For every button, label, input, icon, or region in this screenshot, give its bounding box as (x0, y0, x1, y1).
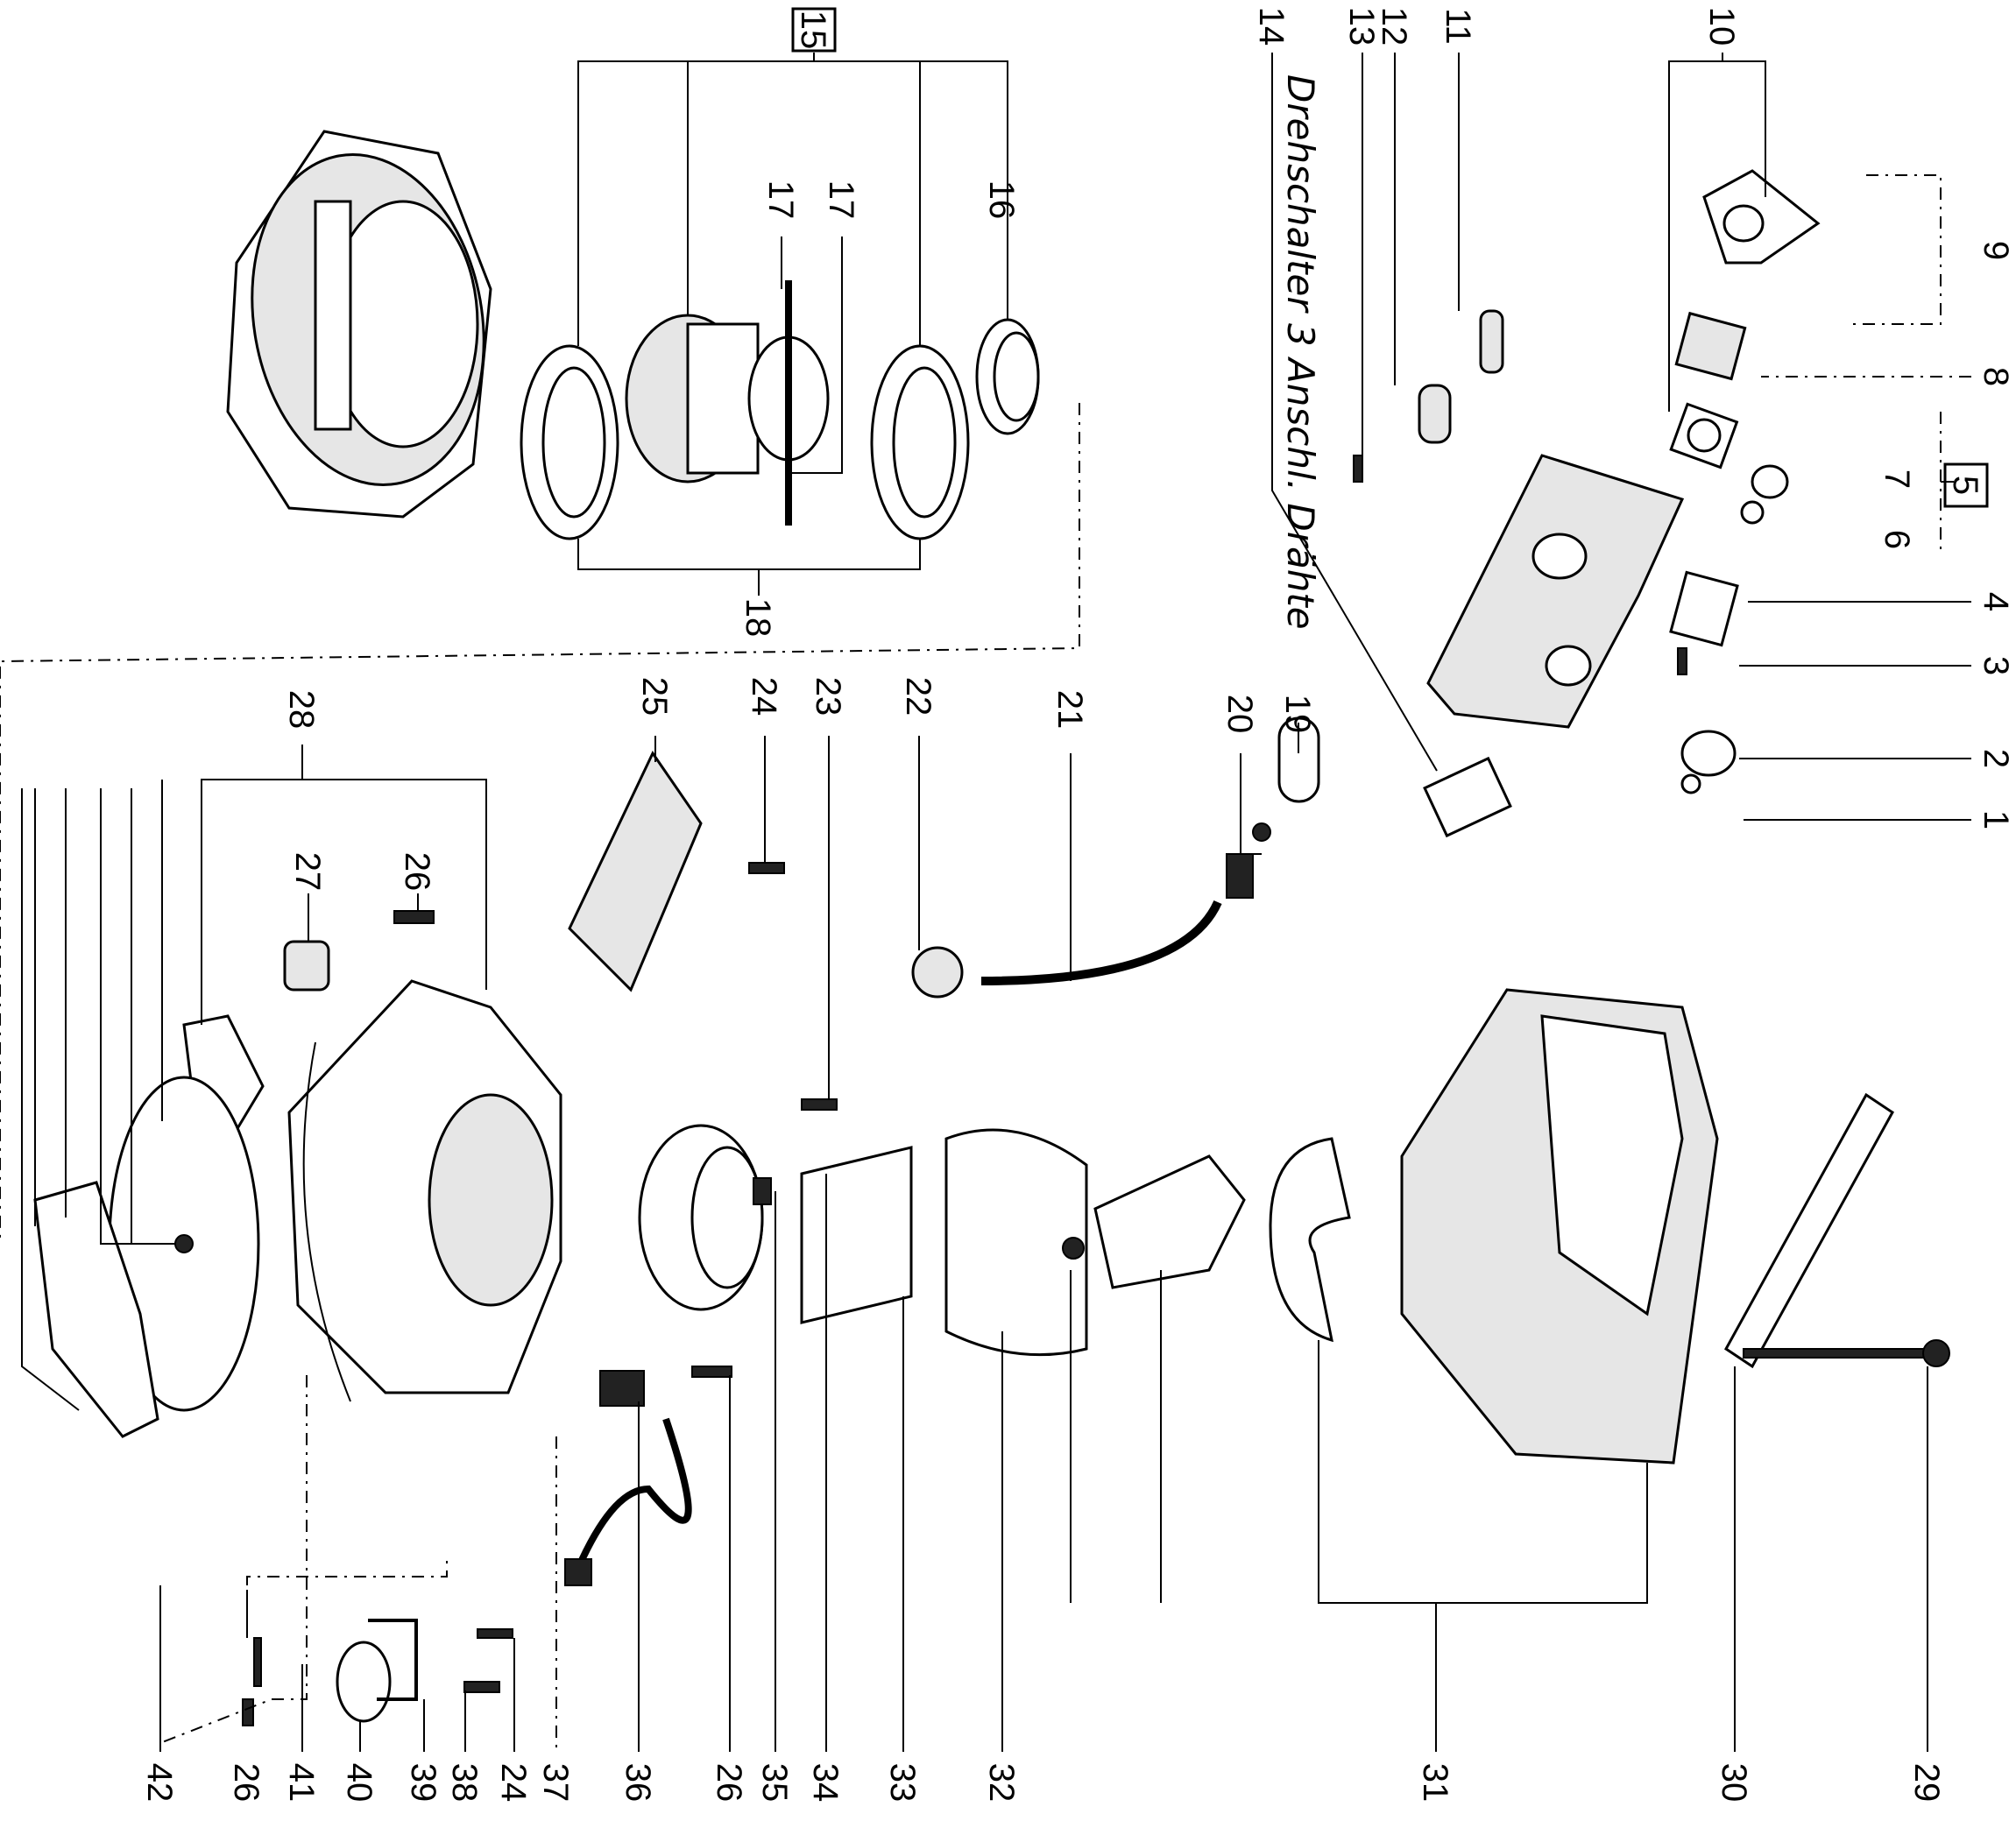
hose-21 (980, 900, 1222, 985)
screw-24 (748, 862, 785, 874)
seal-ring-right (870, 344, 970, 540)
label-37: 37 (536, 1763, 575, 1803)
label-10: 10 (1702, 7, 1741, 46)
label-16: 16 (982, 180, 1021, 220)
label-34: 34 (806, 1763, 845, 1803)
label-22: 22 (899, 677, 937, 716)
label-26c: 26 (227, 1763, 265, 1803)
motor (625, 280, 830, 526)
cylinder-35 (638, 1124, 764, 1311)
screw-26-top (393, 910, 435, 924)
label-4: 4 (1977, 592, 2015, 611)
label-18: 18 (739, 598, 777, 638)
rotary-switch (1674, 311, 1747, 381)
label-2: 2 (1977, 749, 2015, 768)
screw-13 (1353, 455, 1363, 483)
rotary-switch-14 (1423, 756, 1512, 838)
handwritten-note: Drehschalter 3 Anschl. Drähte (1279, 74, 1322, 630)
label-3: 3 (1977, 656, 2015, 675)
knob-large (1680, 730, 1737, 794)
pressure-switch-22 (911, 946, 964, 999)
label-29: 29 (1907, 1763, 1946, 1803)
label-23: 23 (809, 677, 847, 716)
spring-34 (753, 1177, 772, 1205)
label-42: 42 (140, 1763, 179, 1803)
bracket-39 (368, 1619, 418, 1701)
circuit-board-25 (568, 751, 703, 992)
label-21: 21 (1050, 690, 1089, 730)
label-15: 15 (794, 11, 832, 50)
control-panel (1426, 454, 1685, 729)
label-12: 12 (1375, 7, 1413, 46)
label-26b: 26 (710, 1763, 748, 1803)
label-box-5 (1943, 462, 1989, 508)
handle-30 (1724, 1092, 1894, 1369)
base-plate (287, 979, 562, 1394)
label-26a: 26 (398, 852, 436, 892)
grommet-27 (283, 940, 330, 992)
label-35: 35 (755, 1763, 794, 1803)
label-20: 20 (1220, 695, 1259, 734)
label-13: 13 (1342, 7, 1381, 46)
label-1: 1 (1977, 810, 2015, 829)
duct-33 (800, 1146, 913, 1324)
strain-relief-37 (599, 1370, 645, 1407)
screw-26-mid (691, 1366, 732, 1378)
label-30: 30 (1715, 1763, 1753, 1803)
knob-small (1740, 464, 1789, 525)
switch-cover (1702, 169, 1821, 265)
screw-26c (242, 1698, 254, 1726)
label-5: 5 (1946, 476, 1984, 495)
cable-tie (302, 1041, 351, 1402)
label-24a: 24 (745, 677, 783, 716)
label-7: 7 (1878, 469, 1916, 489)
label-28: 28 (282, 690, 321, 730)
label-24b: 24 (494, 1763, 533, 1803)
label-17a: 17 (761, 180, 800, 220)
capacitor-40 (336, 1641, 392, 1723)
label-27: 27 (288, 852, 327, 892)
label-39: 39 (404, 1763, 442, 1803)
screw-38 (463, 1681, 500, 1693)
mounting-plate (33, 1181, 159, 1438)
power-cord-36 (564, 1417, 692, 1586)
label-31: 31 (1416, 1763, 1454, 1803)
filter-housing (226, 130, 492, 519)
label-40: 40 (340, 1763, 378, 1803)
silencer-plate (1062, 1154, 1246, 1289)
label-25: 25 (635, 677, 674, 716)
hose-connector-20 (1226, 822, 1271, 899)
fitting-11 (1479, 309, 1504, 374)
label-36: 36 (619, 1763, 657, 1803)
seal-ring-left (520, 344, 619, 540)
label-38: 38 (445, 1763, 484, 1803)
pcb-small (1669, 570, 1739, 647)
fitting-12 (1418, 384, 1452, 444)
label-32: 32 (982, 1763, 1021, 1803)
motor-shroud-32 (944, 1128, 1088, 1357)
label-33: 33 (883, 1763, 922, 1803)
label-17b: 17 (822, 180, 860, 220)
pin-41 (253, 1637, 262, 1687)
screw-small (1677, 647, 1687, 675)
gasket (1669, 402, 1739, 469)
part-labels: 1 2 3 4 5 6 7 8 9 10 11 12 13 14 Drehsch… (140, 7, 2015, 1803)
foam-19 (1269, 1137, 1351, 1343)
screw-24b (477, 1628, 513, 1639)
clamp-ring (975, 318, 1040, 435)
label-box-15 (791, 7, 837, 53)
container-31 (1400, 988, 1719, 1465)
cap-19 (1277, 716, 1320, 803)
label-14: 14 (1252, 7, 1291, 46)
label-8: 8 (1977, 367, 2015, 386)
screw-23 (801, 1098, 838, 1111)
leader-lines (0, 53, 1971, 1752)
bolt-29 (1743, 1339, 1950, 1367)
label-6: 6 (1878, 530, 1916, 549)
label-19: 19 (1278, 695, 1317, 734)
label-11: 11 (1439, 8, 1477, 45)
label-9: 9 (1977, 241, 2015, 260)
label-41: 41 (282, 1763, 321, 1803)
